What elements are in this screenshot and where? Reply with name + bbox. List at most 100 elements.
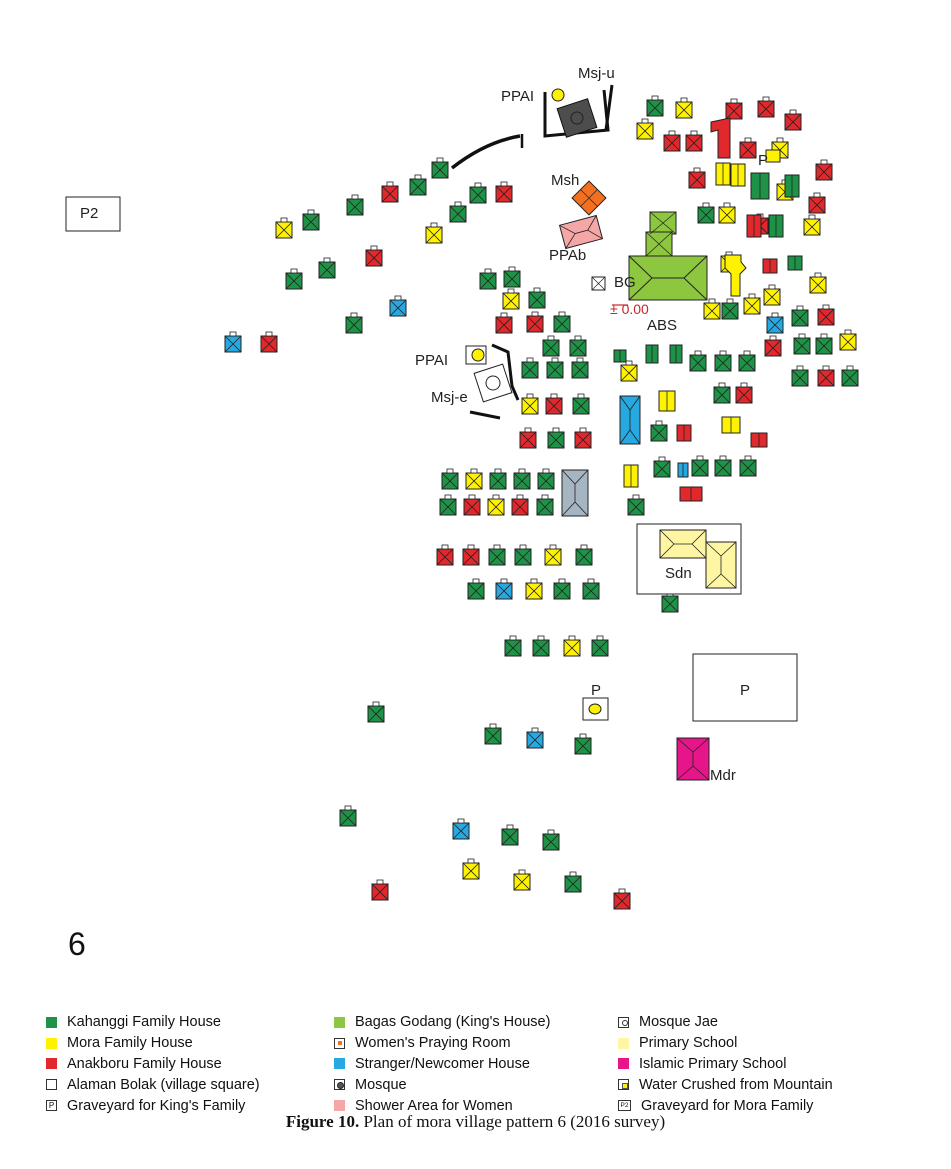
mora-house (465, 468, 483, 490)
swatch-mosque-jae (618, 1016, 629, 1028)
anakboru-house (688, 167, 706, 189)
mora-house (724, 254, 747, 297)
mora-house (839, 329, 857, 351)
legend-item-kahanggi: Kahanggi Family House (46, 1012, 260, 1033)
mora-house (525, 578, 543, 600)
kahanggi-house (793, 333, 811, 355)
anakboru-house (260, 331, 278, 353)
kahanggi-house (791, 305, 809, 327)
stranger-house (452, 818, 470, 840)
swatch-graveyard-mora: P2 (618, 1100, 631, 1112)
kahanggi-house (571, 357, 589, 379)
kahanggi-house (574, 733, 592, 755)
kahanggi-house (513, 468, 531, 490)
graveyard-large (692, 653, 798, 722)
kahanggi-house (553, 311, 571, 333)
mora-house (721, 416, 741, 434)
legend-item-stranger: Stranger/Newcomer House (334, 1054, 550, 1075)
mora-house (730, 163, 746, 187)
kahanggi-house (537, 468, 555, 490)
kahanggi-house (787, 255, 803, 271)
anakboru-house (685, 130, 703, 152)
anakboru-house (746, 214, 762, 238)
kahanggi-house (449, 201, 467, 223)
kahanggi-house (697, 202, 715, 224)
kahanggi-house (501, 824, 519, 846)
kahanggi-house (784, 174, 800, 198)
anakboru-house (762, 258, 778, 274)
kahanggi-house (467, 578, 485, 600)
kahanggi-house (613, 349, 627, 363)
kahanggi-house (714, 455, 732, 477)
graveyard-mora-p2 (65, 196, 121, 232)
anakboru-house (739, 137, 757, 159)
kahanggi-house (653, 456, 671, 478)
mora-house (563, 635, 581, 657)
swatch-graveyard-king: P (46, 1100, 57, 1112)
anakboru-house (545, 393, 563, 415)
kahanggi-house (439, 494, 457, 516)
legend-column-3: Mosque Jae Primary School Islamic Primar… (618, 1012, 833, 1116)
anakboru-house (750, 432, 768, 448)
kahanggi-house (503, 266, 521, 288)
legend-item-womens-praying: Women's Praying Room (334, 1033, 550, 1054)
mora-house (513, 869, 531, 891)
anakboru-house (436, 544, 454, 566)
stranger-house (526, 727, 544, 749)
anakboru-house (725, 98, 743, 120)
kahanggi-house (542, 829, 560, 851)
kahanggi-house (582, 578, 600, 600)
kahanggi-house (479, 268, 497, 290)
label-ppai-mid: PPAI (415, 352, 448, 369)
mora-house (544, 544, 562, 566)
kahanggi-house (514, 544, 532, 566)
label-bg: BG (614, 274, 636, 291)
kahanggi-house (488, 544, 506, 566)
kahanggi-house (713, 382, 731, 404)
legend-item-anakboru: Anakboru Family House (46, 1054, 260, 1075)
label-mdr: Mdr (710, 767, 736, 784)
mora-house (636, 118, 654, 140)
kahanggi-house (575, 544, 593, 566)
map-labels: Msj-u PPAI Msh PPAb BG ± 0.00 ABS PPAI M… (68, 65, 768, 962)
mora-house (521, 393, 539, 415)
anakboru-house (817, 365, 835, 387)
kahanggi-house (564, 871, 582, 893)
anakboru-house (710, 117, 731, 159)
kahanggi-house (791, 365, 809, 387)
legend-column-2: Bagas Godang (King's House) Women's Pray… (334, 1012, 550, 1116)
legend-item-islamic-school: Islamic Primary School (618, 1054, 833, 1075)
anakboru-house (817, 304, 835, 326)
legend-item-mosque-jae: Mosque Jae (618, 1012, 833, 1033)
mora-house (718, 202, 736, 224)
stranger-house (495, 578, 513, 600)
kahanggi-house (572, 393, 590, 415)
kahanggi-house (484, 723, 502, 745)
kahanggi-house (750, 172, 770, 200)
kahanggi-house (521, 357, 539, 379)
kahanggi-house (691, 455, 709, 477)
swatch-bagas-godang (334, 1016, 345, 1028)
label-sdn: Sdn (665, 565, 692, 582)
kahanggi-house (346, 194, 364, 216)
kahanggi-house (409, 174, 427, 196)
anakboru-house (784, 109, 802, 131)
kahanggi-house (689, 350, 707, 372)
grey-building (561, 469, 589, 517)
anakboru-house (613, 888, 631, 910)
kahanggi-house (285, 268, 303, 290)
anakboru-house (381, 181, 399, 203)
kahanggi-house (528, 287, 546, 309)
kahanggi-house (591, 635, 609, 657)
label-ppai-top: PPAI (501, 88, 534, 105)
kahanggi-house (669, 344, 683, 364)
bagas-godang (612, 211, 708, 306)
kahanggi-house (739, 455, 757, 477)
kahanggi-house (469, 182, 487, 204)
primary-school (636, 523, 742, 595)
swatch-water (618, 1079, 629, 1091)
mora-house (715, 162, 731, 186)
mora-house (462, 858, 480, 880)
anakboru-house (815, 159, 833, 181)
